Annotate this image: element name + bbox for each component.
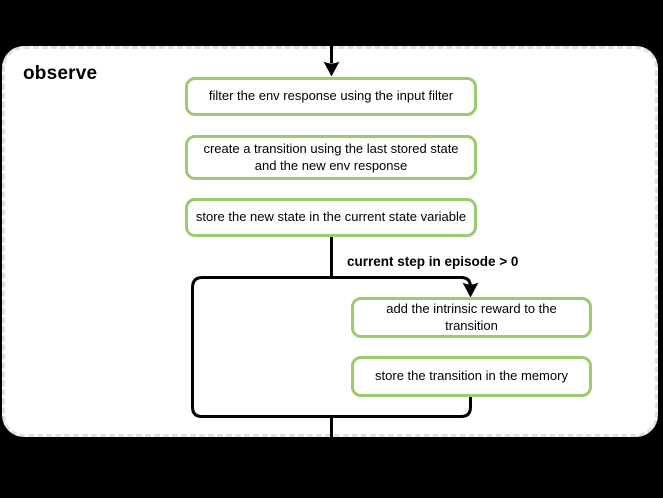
flow-node-label: filter the env response using the input … (208, 88, 454, 104)
flow-node-label: create a transition using the last store… (203, 140, 459, 173)
flow-node-filter-env-response: filter the env response using the input … (185, 77, 477, 116)
flow-node-store-transition: store the transition in the memory (351, 356, 592, 397)
flow-node-label: add the intrinsic reward to the transiti… (386, 300, 557, 333)
flow-node-label: store the transition in the memory (375, 368, 568, 384)
flow-node-create-transition: create a transition using the last store… (185, 135, 477, 180)
flow-node-add-intrinsic-reward: add the intrinsic reward to the transiti… (351, 297, 592, 338)
condition-label: current step in episode > 0 (347, 254, 519, 269)
flow-node-label: store the new state in the current state… (195, 209, 467, 225)
flow-node-store-new-state: store the new state in the current state… (185, 198, 477, 237)
group-title: observe (23, 63, 98, 84)
